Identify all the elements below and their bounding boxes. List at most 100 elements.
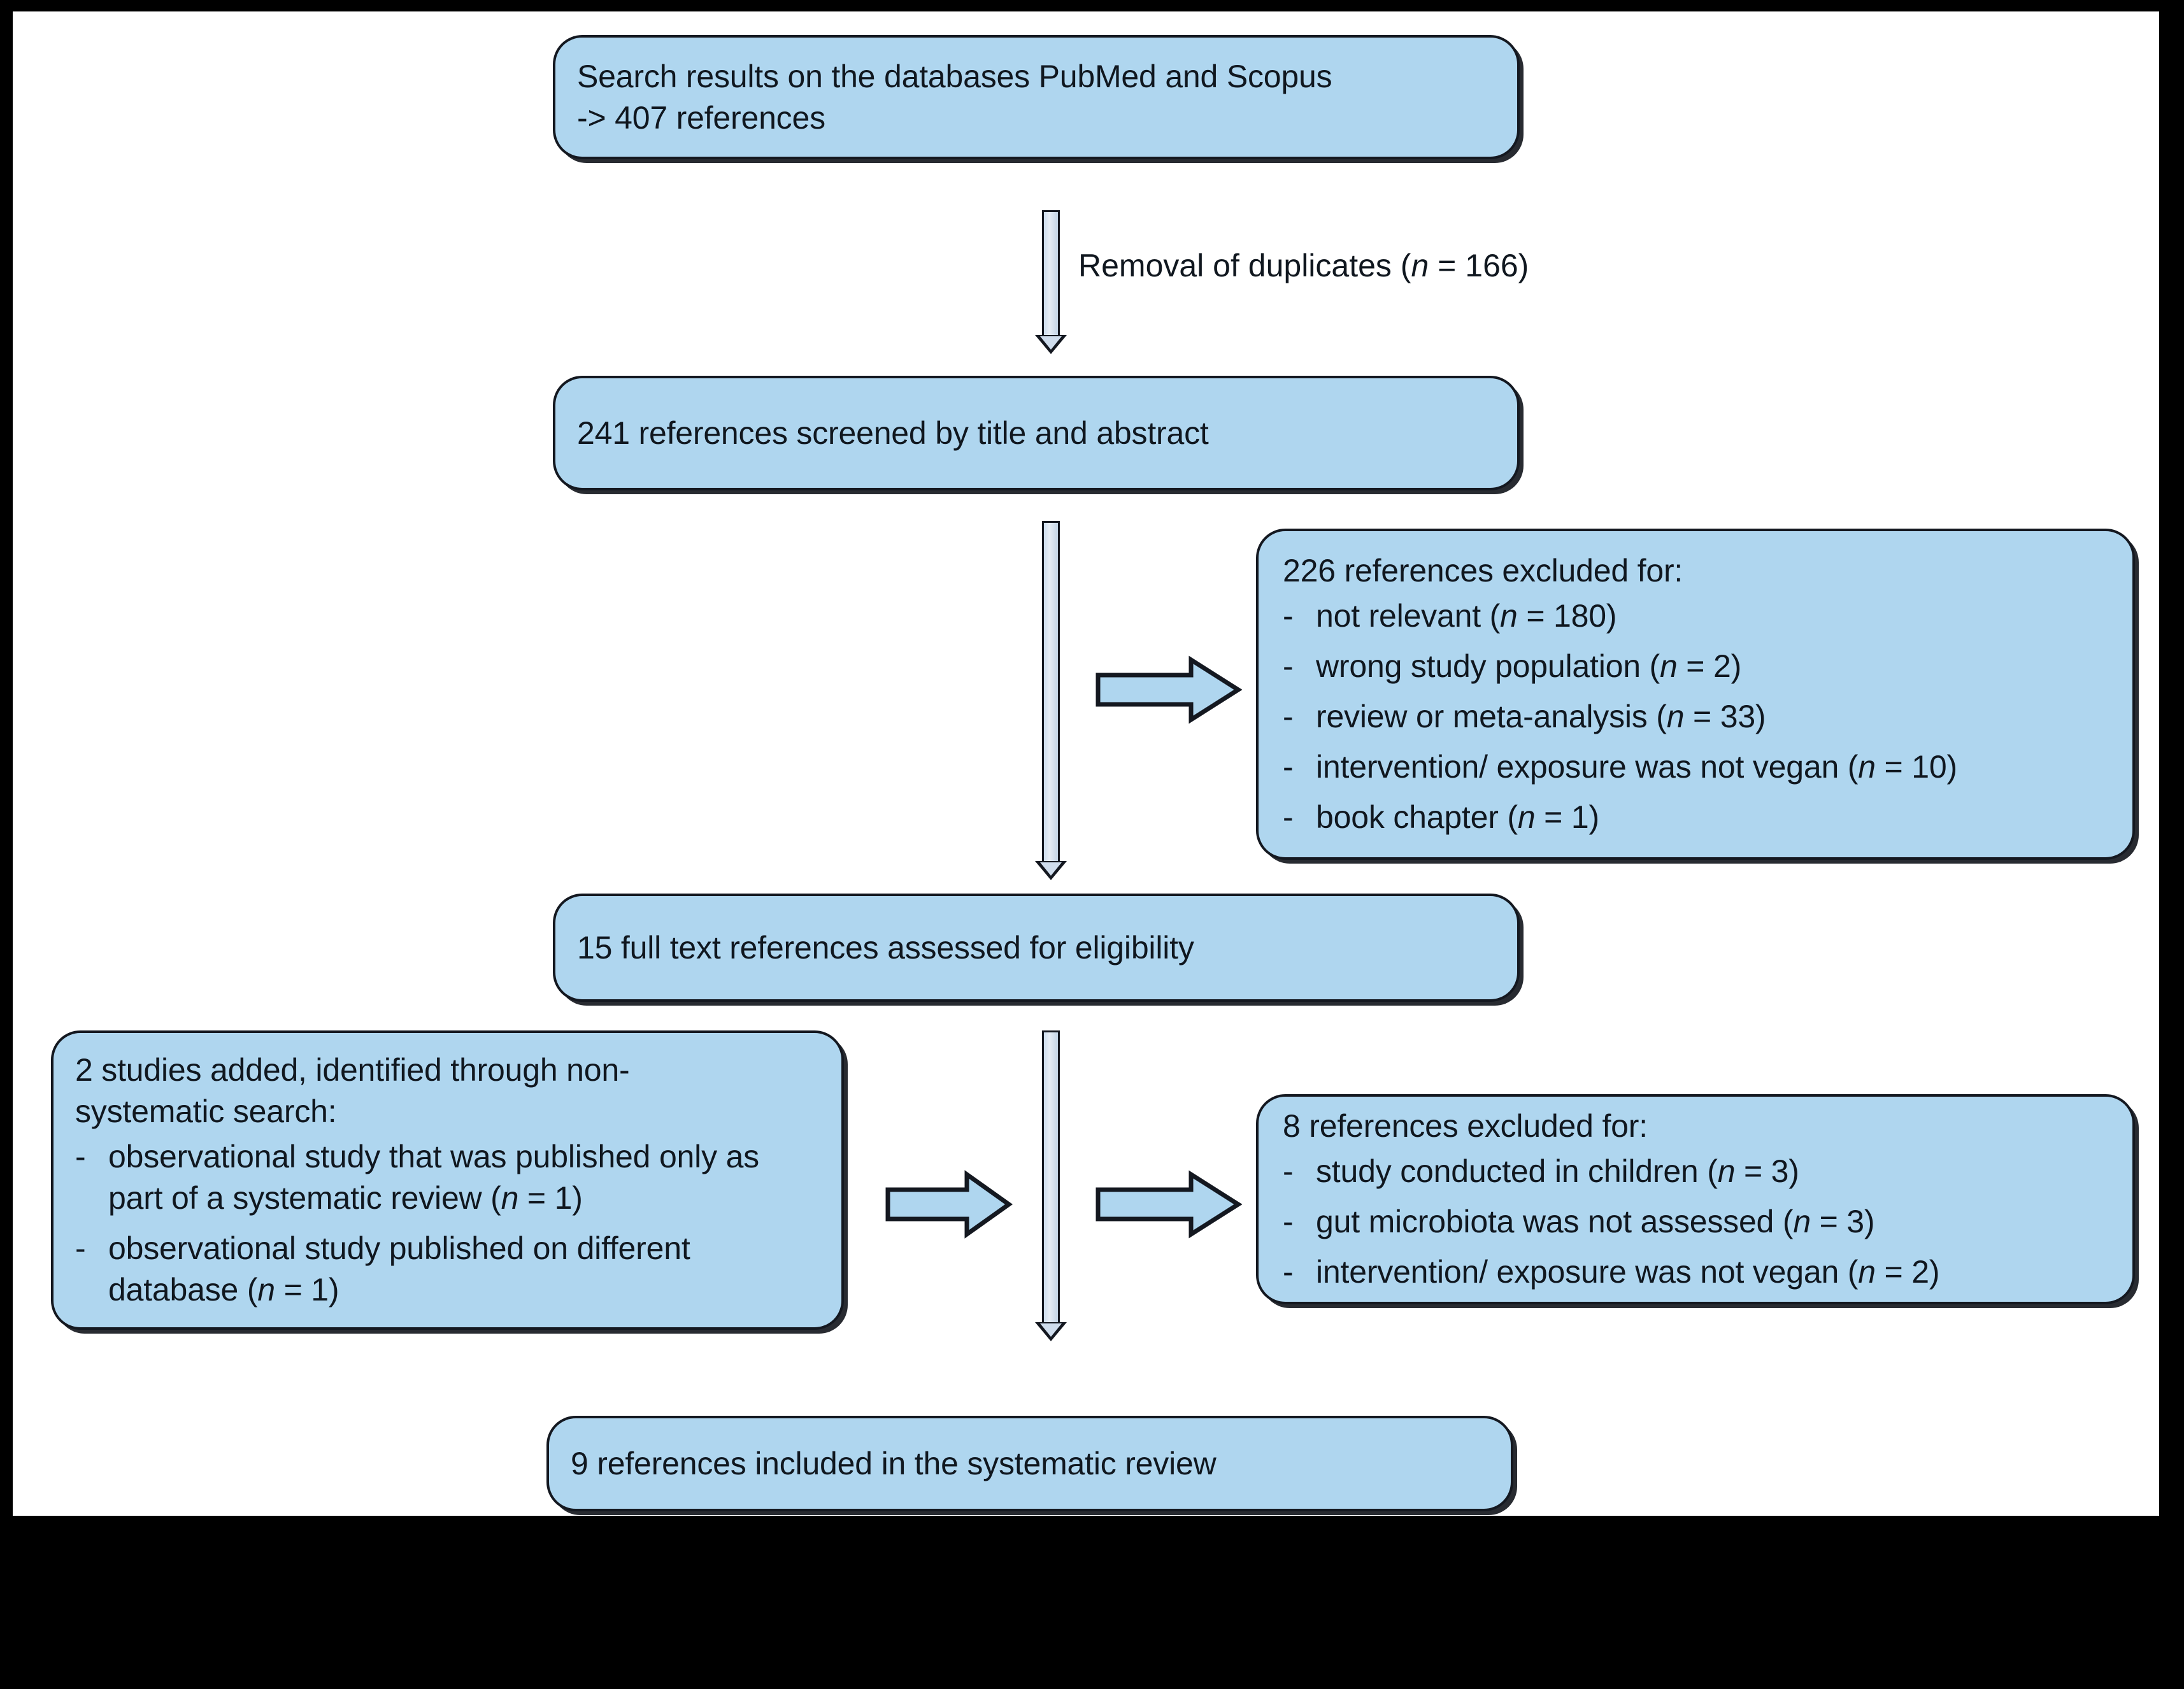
bullet-text-n: n <box>1858 749 1876 785</box>
bullet-text: gut microbiota was not assessed (n = 3) <box>1316 1201 2108 1243</box>
screened-line-1: 241 references screened by title and abs… <box>577 415 1209 451</box>
bullet-text: review or meta-analysis (n = 33) <box>1316 696 2108 738</box>
list-item: - intervention/ exposure was not vegan (… <box>1283 746 2108 788</box>
bullet-text-main: observational study that was published o… <box>108 1139 759 1216</box>
connector-arrowhead-inner <box>1040 1323 1062 1337</box>
bullet-dash: - <box>1283 749 1294 785</box>
bullet-dash: - <box>75 1139 86 1174</box>
excluded-8-list: - study conducted in children (n = 3) - … <box>1283 1151 2108 1293</box>
list-item: - review or meta-analysis (n = 33) <box>1283 696 2108 738</box>
list-item: - observational study that was published… <box>75 1136 820 1219</box>
bullet-text-tail: = 3) <box>1810 1204 1875 1239</box>
bullet-text-tail: = 2) <box>1875 1254 1940 1290</box>
connector-search-to-screened <box>1035 210 1067 354</box>
frame-band-bottom <box>0 1516 2184 1689</box>
bullet-text-main: not relevant ( <box>1316 598 1501 634</box>
screened-box: 241 references screened by title and abs… <box>553 376 1520 490</box>
diagram-canvas: Search results on the databases PubMed a… <box>13 11 2159 1516</box>
list-item: - intervention/ exposure was not vegan (… <box>1283 1251 2108 1293</box>
list-item: - gut microbiota was not assessed (n = 3… <box>1283 1201 2108 1243</box>
connector-shaft <box>1042 1030 1060 1325</box>
bullet-text-main: intervention/ exposure was not vegan ( <box>1316 1254 1859 1290</box>
bullet-dash: - <box>1283 648 1294 684</box>
bullet-text-main: review or meta-analysis ( <box>1316 699 1667 734</box>
search-results-line-1: Search results on the databases PubMed a… <box>577 58 1332 94</box>
connector-arrowhead-inner <box>1040 336 1062 350</box>
bullet-text-n: n <box>1666 699 1685 734</box>
bullet-text-tail: = 3) <box>1735 1153 1799 1189</box>
excluded-226-box: 226 references excluded for: - not relev… <box>1256 529 2135 860</box>
excluded-8-heading: 8 references excluded for: <box>1283 1108 1648 1144</box>
list-item: - not relevant (n = 180) <box>1283 595 2108 637</box>
connector-screened-to-fulltext <box>1035 521 1067 881</box>
bullet-text: wrong study population (n = 2) <box>1316 646 2108 687</box>
block-arrow-right-icon <box>1096 1170 1242 1239</box>
bullet-text: intervention/ exposure was not vegan (n … <box>1316 1251 2108 1293</box>
added-studies-heading-line-1: 2 studies added, identified through non- <box>75 1052 630 1088</box>
bullet-dash: - <box>1283 699 1294 734</box>
list-item: - book chapter (n = 1) <box>1283 797 2108 838</box>
bullet-dash: - <box>75 1230 86 1266</box>
bullet-text-main: intervention/ exposure was not vegan ( <box>1316 749 1859 785</box>
excluded-8-box: 8 references excluded for: - study condu… <box>1256 1094 2135 1304</box>
bullet-text-tail: = 1) <box>518 1180 583 1216</box>
connector-arrowhead-inner <box>1040 862 1062 876</box>
bullet-dash: - <box>1283 598 1294 634</box>
search-results-box: Search results on the databases PubMed a… <box>553 35 1520 159</box>
bullet-text: intervention/ exposure was not vegan (n … <box>1316 746 2108 788</box>
bullet-text-main: observational study published on differe… <box>108 1230 690 1308</box>
block-arrow-right-icon <box>1096 655 1242 724</box>
bullet-text: observational study published on differe… <box>108 1228 820 1311</box>
arrow-fulltext-to-excluded8 <box>1096 1169 1242 1239</box>
search-results-line-2: -> 407 references <box>577 99 825 136</box>
bullet-text: observational study that was published o… <box>108 1136 820 1219</box>
bullet-text-tail: = 10) <box>1875 749 1958 785</box>
added-studies-list: - observational study that was published… <box>75 1136 820 1311</box>
bullet-dash: - <box>1283 1153 1294 1189</box>
bullet-text-tail: = 180) <box>1517 598 1617 634</box>
bullet-text-n: n <box>1858 1254 1876 1290</box>
bullet-text-n: n <box>1717 1153 1736 1189</box>
duplicates-label-text: Removal of duplicates ( <box>1078 248 1411 283</box>
bullet-dash: - <box>1283 799 1294 835</box>
excluded-226-heading: 226 references excluded for: <box>1283 553 1683 588</box>
bullet-text-tail: = 1) <box>275 1272 339 1308</box>
list-item: - observational study published on diffe… <box>75 1228 820 1311</box>
bullet-text-n: n <box>1500 598 1518 634</box>
connector-shaft <box>1042 521 1060 864</box>
removal-of-duplicates-label: Removal of duplicates (n = 166) <box>1078 247 1529 284</box>
arrow-added-to-flow <box>885 1169 1013 1239</box>
full-text-box: 15 full text references assessed for eli… <box>553 894 1520 1002</box>
bullet-text: book chapter (n = 1) <box>1316 797 2108 838</box>
connector-fulltext-to-included <box>1035 1030 1067 1343</box>
bullet-text-tail: = 1) <box>1535 799 1599 835</box>
bullet-text: not relevant (n = 180) <box>1316 595 2108 637</box>
bullet-text-main: study conducted in children ( <box>1316 1153 1718 1189</box>
bullet-text: study conducted in children (n = 3) <box>1316 1151 2108 1192</box>
excluded-226-list: - not relevant (n = 180) - wrong study p… <box>1283 595 2108 838</box>
arrow-screened-to-excluded226 <box>1096 655 1242 725</box>
added-studies-box: 2 studies added, identified through non-… <box>51 1030 844 1330</box>
bullet-text-n: n <box>257 1272 275 1308</box>
duplicates-label-n: n <box>1411 248 1429 283</box>
bullet-text-tail: = 2) <box>1677 648 1742 684</box>
bullet-text-n: n <box>1517 799 1536 835</box>
bullet-text-main: gut microbiota was not assessed ( <box>1316 1204 1794 1239</box>
bullet-text-n: n <box>501 1180 519 1216</box>
connector-shaft <box>1042 210 1060 338</box>
list-item: - wrong study population (n = 2) <box>1283 646 2108 687</box>
block-arrow-right-icon <box>885 1170 1013 1239</box>
frame-band-right <box>2159 0 2184 1689</box>
bullet-text-tail: = 33) <box>1684 699 1766 734</box>
included-box: 9 references included in the systematic … <box>546 1416 1513 1511</box>
bullet-text-n: n <box>1793 1204 1811 1239</box>
bullet-text-n: n <box>1659 648 1678 684</box>
duplicates-label-tail: = 166) <box>1429 248 1529 283</box>
frame-band-left <box>0 0 13 1689</box>
included-line-1: 9 references included in the systematic … <box>571 1445 1217 1481</box>
bullet-dash: - <box>1283 1254 1294 1290</box>
list-item: - study conducted in children (n = 3) <box>1283 1151 2108 1192</box>
bullet-text-main: book chapter ( <box>1316 799 1518 835</box>
bullet-dash: - <box>1283 1204 1294 1239</box>
